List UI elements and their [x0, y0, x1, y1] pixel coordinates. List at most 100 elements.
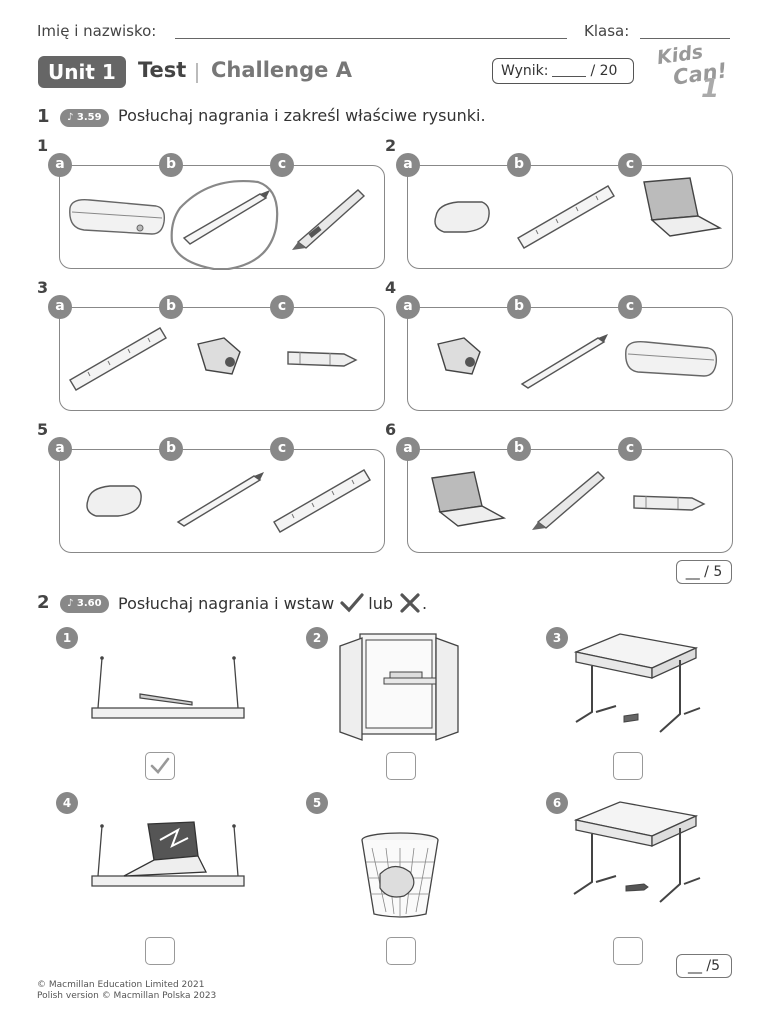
item6-number: 6: [385, 420, 397, 439]
desk-with-eraser-picture: [573, 633, 701, 733]
check-icon: [340, 593, 364, 613]
ex2-item6-number: 6: [546, 792, 568, 814]
item5-box: [59, 449, 385, 553]
item4-option-b[interactable]: b: [507, 295, 531, 319]
ex2-item3-number: 3: [546, 627, 568, 649]
exercise2-instruction-or: lub: [368, 593, 393, 613]
challenge-title: Challenge A: [211, 58, 352, 82]
item6-pictures: [431, 471, 706, 530]
item1-option-c[interactable]: c: [270, 153, 294, 177]
item2-option-c[interactable]: c: [618, 153, 642, 177]
exercise2-track: ♪ 3.60: [60, 595, 109, 613]
pencil-icon: [520, 334, 608, 389]
ruler-icon: [69, 327, 167, 391]
exercise1-score-box[interactable]: __ / 5: [676, 560, 732, 584]
item2-box: [407, 165, 733, 269]
item6-box: [407, 449, 733, 553]
copyright-footer: © Macmillan Education Limited 2021 Polis…: [37, 980, 216, 1002]
item6-option-b[interactable]: b: [507, 437, 531, 461]
item2-number: 2: [385, 136, 397, 155]
item3-option-c[interactable]: c: [270, 295, 294, 319]
exercise1-number: 1: [37, 106, 50, 127]
answer-circle: [170, 180, 279, 270]
crayon-icon: [625, 883, 649, 892]
item3-box: [59, 307, 385, 411]
laptop-icon: [431, 471, 507, 527]
pencil-case-icon: [69, 198, 166, 235]
logo-number: 1: [701, 74, 720, 104]
item4-option-c[interactable]: c: [618, 295, 642, 319]
ex2-item4-answer-box[interactable]: [145, 937, 175, 965]
exercise2-instruction: Posłuchaj nagrania i wstaw lub .: [118, 593, 428, 613]
cross-icon: [400, 593, 420, 613]
item1-option-a[interactable]: a: [48, 153, 72, 177]
item1-pictures: [69, 180, 366, 270]
exercise1-instruction: Posłuchaj nagrania i zakreśl właściwe ry…: [118, 106, 486, 125]
exercise2-score-box[interactable]: __ /5: [676, 954, 732, 978]
item4-pictures: [437, 334, 718, 389]
item5-pictures: [86, 469, 371, 533]
eraser-icon: [434, 201, 490, 233]
item3-option-b[interactable]: b: [159, 295, 183, 319]
crayon-icon: [287, 351, 358, 367]
pen-icon: [139, 693, 193, 706]
class-line[interactable]: [640, 38, 730, 39]
pencil-case-icon: [625, 340, 718, 377]
exercise2-number: 2: [37, 592, 50, 613]
item3-option-a[interactable]: a: [48, 295, 72, 319]
test-title: Test: [138, 58, 187, 82]
waste-bin-picture: [361, 832, 439, 918]
title-separator: [196, 63, 198, 83]
item5-option-a[interactable]: a: [48, 437, 72, 461]
item5-number: 5: [37, 420, 49, 439]
name-label: Imię i nazwisko:: [37, 22, 157, 40]
item3-number: 3: [37, 278, 49, 297]
score-blank[interactable]: [552, 65, 587, 77]
class-label: Klasa:: [584, 22, 630, 40]
item4-option-a[interactable]: a: [396, 295, 420, 319]
copyright-line2: Polish version © Macmillan Polska 2023: [37, 991, 217, 1001]
pen-icon: [532, 471, 606, 530]
score-total: / 20: [590, 63, 618, 79]
laptop-icon: [643, 177, 723, 237]
ex2-item1-number: 1: [56, 627, 78, 649]
ex2-item2-answer-box[interactable]: [386, 752, 416, 780]
item1-option-b[interactable]: b: [159, 153, 183, 177]
ex2-item2-number: 2: [306, 627, 328, 649]
item6-option-a[interactable]: a: [396, 437, 420, 461]
ex2-item5-number: 5: [306, 792, 328, 814]
ruler-icon: [273, 469, 371, 533]
crayon-icon: [633, 495, 706, 511]
item2-option-b[interactable]: b: [507, 153, 531, 177]
item5-option-c[interactable]: c: [270, 437, 294, 461]
sharpener-icon: [437, 337, 481, 375]
sharpener-icon: [197, 337, 241, 375]
check-icon: [150, 757, 170, 774]
pencil-icon: [176, 472, 264, 527]
ex2-item1-answer-box[interactable]: [145, 752, 175, 780]
copyright-line1: © Macmillan Education Limited 2021: [37, 980, 205, 990]
kids-can-logo: Kids Can! 1: [655, 41, 735, 104]
unit-badge: Unit 1: [38, 56, 126, 88]
exercise1-track: ♪ 3.59: [60, 109, 109, 127]
pen-icon: [292, 189, 366, 250]
item6-option-c[interactable]: c: [618, 437, 642, 461]
shelf-with-pen-picture: [91, 656, 245, 719]
cupboard-picture: [339, 633, 459, 741]
name-line[interactable]: [175, 38, 567, 39]
score-label: Wynik:: [501, 63, 549, 79]
item4-number: 4: [385, 278, 397, 297]
ex2-item6-answer-box[interactable]: [613, 937, 643, 965]
item2-pictures: [434, 177, 723, 249]
ex2-item5-answer-box[interactable]: [386, 937, 416, 965]
item1-box: [59, 165, 385, 270]
exercise2-instruction-text: Posłuchaj nagrania i wstaw: [118, 593, 335, 613]
item2-option-a[interactable]: a: [396, 153, 420, 177]
item4-box: [407, 307, 733, 411]
item5-option-b[interactable]: b: [159, 437, 183, 461]
pencil-icon: [182, 190, 270, 245]
ex2-item3-answer-box[interactable]: [613, 752, 643, 780]
ruler-icon: [517, 185, 615, 249]
ex2-item4-number: 4: [56, 792, 78, 814]
desk-with-crayon-picture: [573, 801, 701, 903]
